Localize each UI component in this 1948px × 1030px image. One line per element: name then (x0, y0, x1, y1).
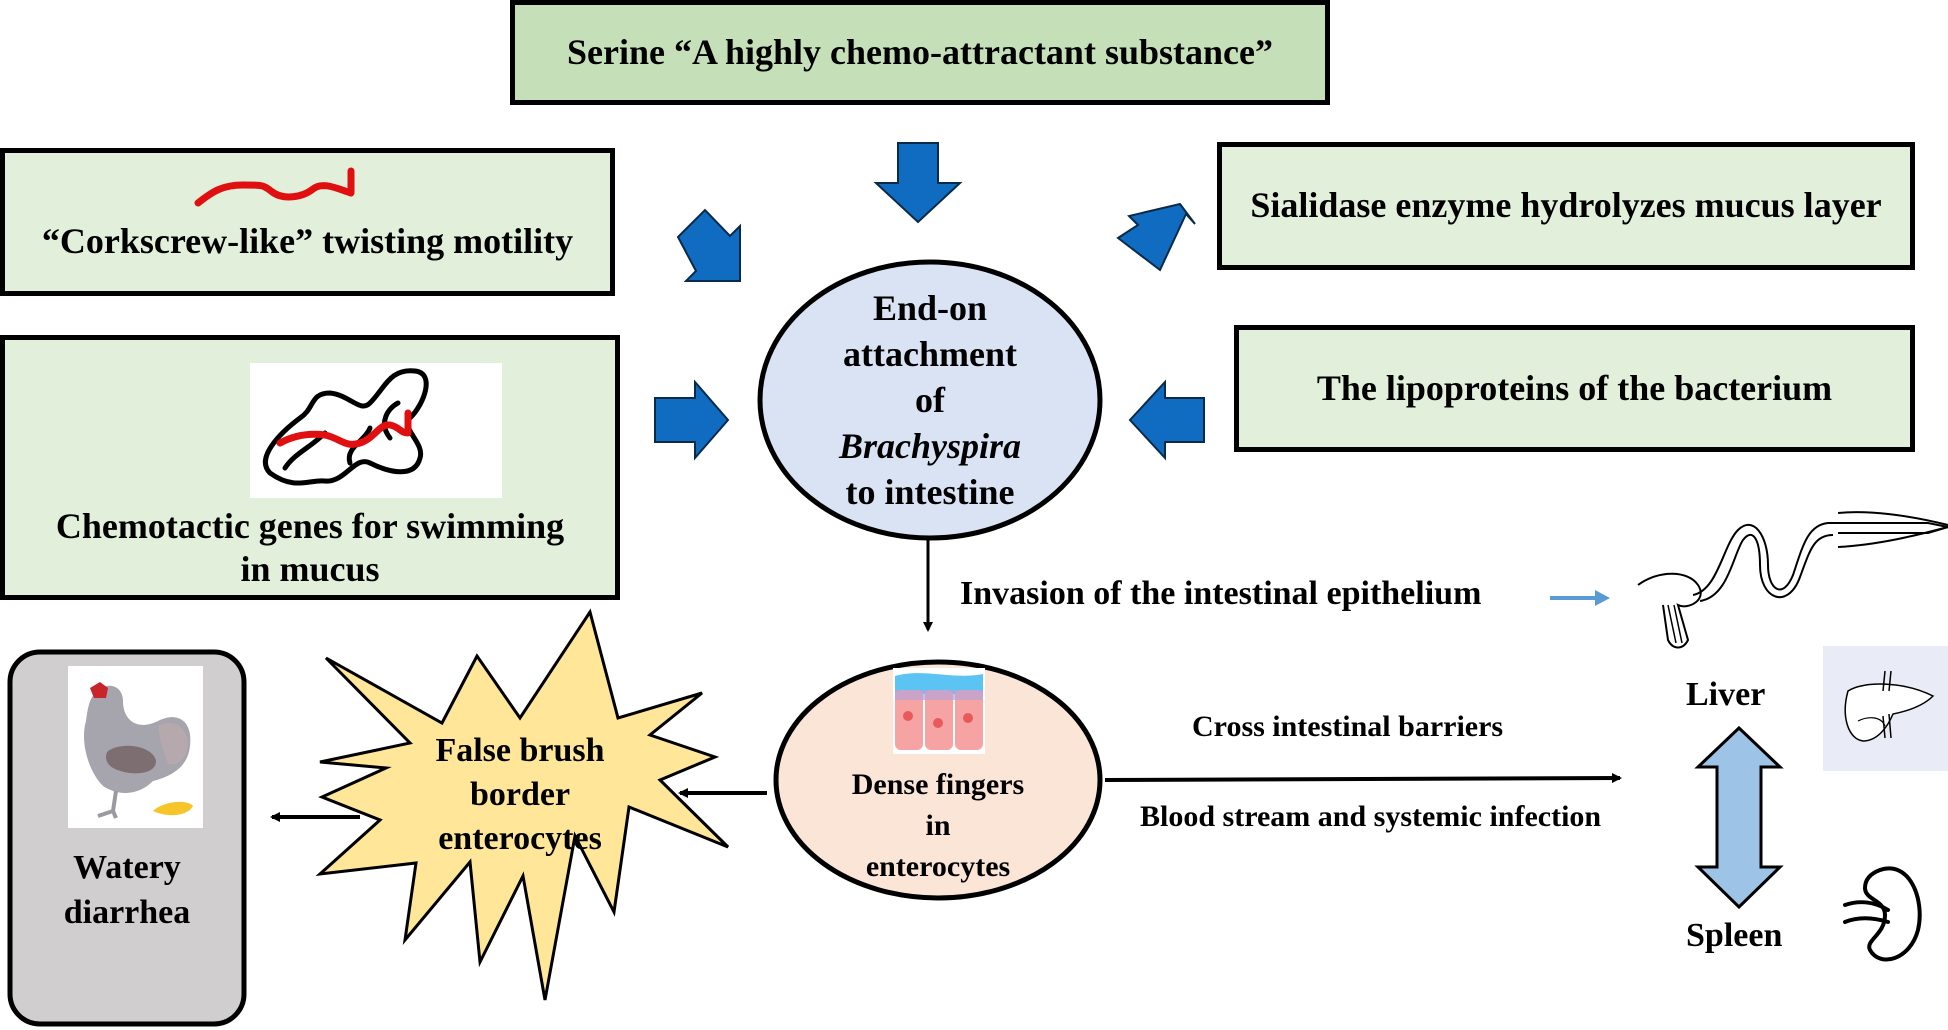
spirochete-icon (194, 167, 355, 207)
false-brush-starburst (315, 608, 730, 1001)
liver-spleen-double-arrow-icon (1694, 725, 1784, 910)
attachment-line-2: attachment (843, 334, 1017, 374)
liver-icon (1823, 646, 1948, 771)
sialidase-box: Sialidase enzyme hydrolyzes mucus layer (1217, 142, 1915, 270)
diarrhea-line-2: diarrhea (63, 894, 191, 931)
arrow-diagonal-left-icon (676, 208, 741, 282)
invasion-label: Invasion of the intestinal epithelium (960, 575, 1482, 612)
diarrhea-line-1: Watery (73, 849, 181, 886)
liver-label: Liver (1686, 676, 1766, 713)
serine-box: Serine “A highly chemo-attractant substa… (510, 0, 1330, 105)
false-brush-line-3: enterocytes (438, 820, 602, 857)
enterocyte-line-2: in (925, 808, 951, 842)
enterocyte-ellipse (773, 659, 1103, 901)
enterocyte-cells-icon (893, 668, 985, 754)
blood-stream-label: Blood stream and systemic infection (1140, 800, 1602, 833)
attachment-line-5: to intestine (845, 472, 1015, 512)
intestine-icon (1637, 511, 1948, 649)
chemotactic-text-line2: in mucus (240, 548, 380, 589)
serine-text: Serine “A highly chemo-attractant substa… (567, 31, 1273, 72)
systemic-arrow (1104, 773, 1622, 784)
attachment-line-3: of (915, 380, 945, 420)
cross-barriers-label: Cross intestinal barriers (1192, 710, 1504, 743)
attachment-ellipse (757, 259, 1103, 541)
spleen-label: Spleen (1686, 917, 1783, 954)
chemotactic-genes-box: Chemotactic genes for swimming in mucus (0, 335, 620, 600)
arrow-down-icon (873, 142, 963, 224)
lipoproteins-box: The lipoproteins of the bacterium (1234, 325, 1915, 452)
arrow-right-icon (654, 379, 730, 461)
false-brush-line-1: False brush (435, 732, 605, 769)
attachment-line-1: End-on (872, 288, 988, 328)
chemotactic-text-line1: Chemotactic genes for swimming (55, 505, 565, 546)
enterocyte-node-text: Dense fingers in enterocytes (800, 760, 1076, 890)
lipoproteins-text: The lipoproteins of the bacterium (1316, 367, 1833, 408)
false-brush-line-2: border (469, 776, 571, 813)
attachment-line-brachyspira: Brachyspira (838, 426, 1022, 466)
mucus-swimming-icon (250, 363, 502, 498)
false-brush-text: False brush border enterocytes (400, 725, 640, 865)
sialidase-text: Sialidase enzyme hydrolyzes mucus layer (1250, 185, 1882, 226)
arrow-diagonal-right-icon (1116, 202, 1196, 272)
enterocyte-line-3: enterocytes (865, 849, 1011, 883)
invasion-arrow-head (1595, 590, 1610, 606)
arrow-left-icon (1128, 379, 1205, 461)
diarrhea-text: Watery diarrhea (10, 840, 244, 940)
enterocyte-line-1: Dense fingers (851, 767, 1025, 801)
spleen-icon (1843, 866, 1922, 962)
attachment-node-text: End-on attachment of Brachyspira to inte… (760, 262, 1100, 538)
chicken-icon (68, 666, 203, 828)
corkscrew-motility-box: “Corkscrew-like” twisting motility (0, 148, 615, 296)
corkscrew-text: “Corkscrew-like” twisting motility (41, 220, 574, 261)
